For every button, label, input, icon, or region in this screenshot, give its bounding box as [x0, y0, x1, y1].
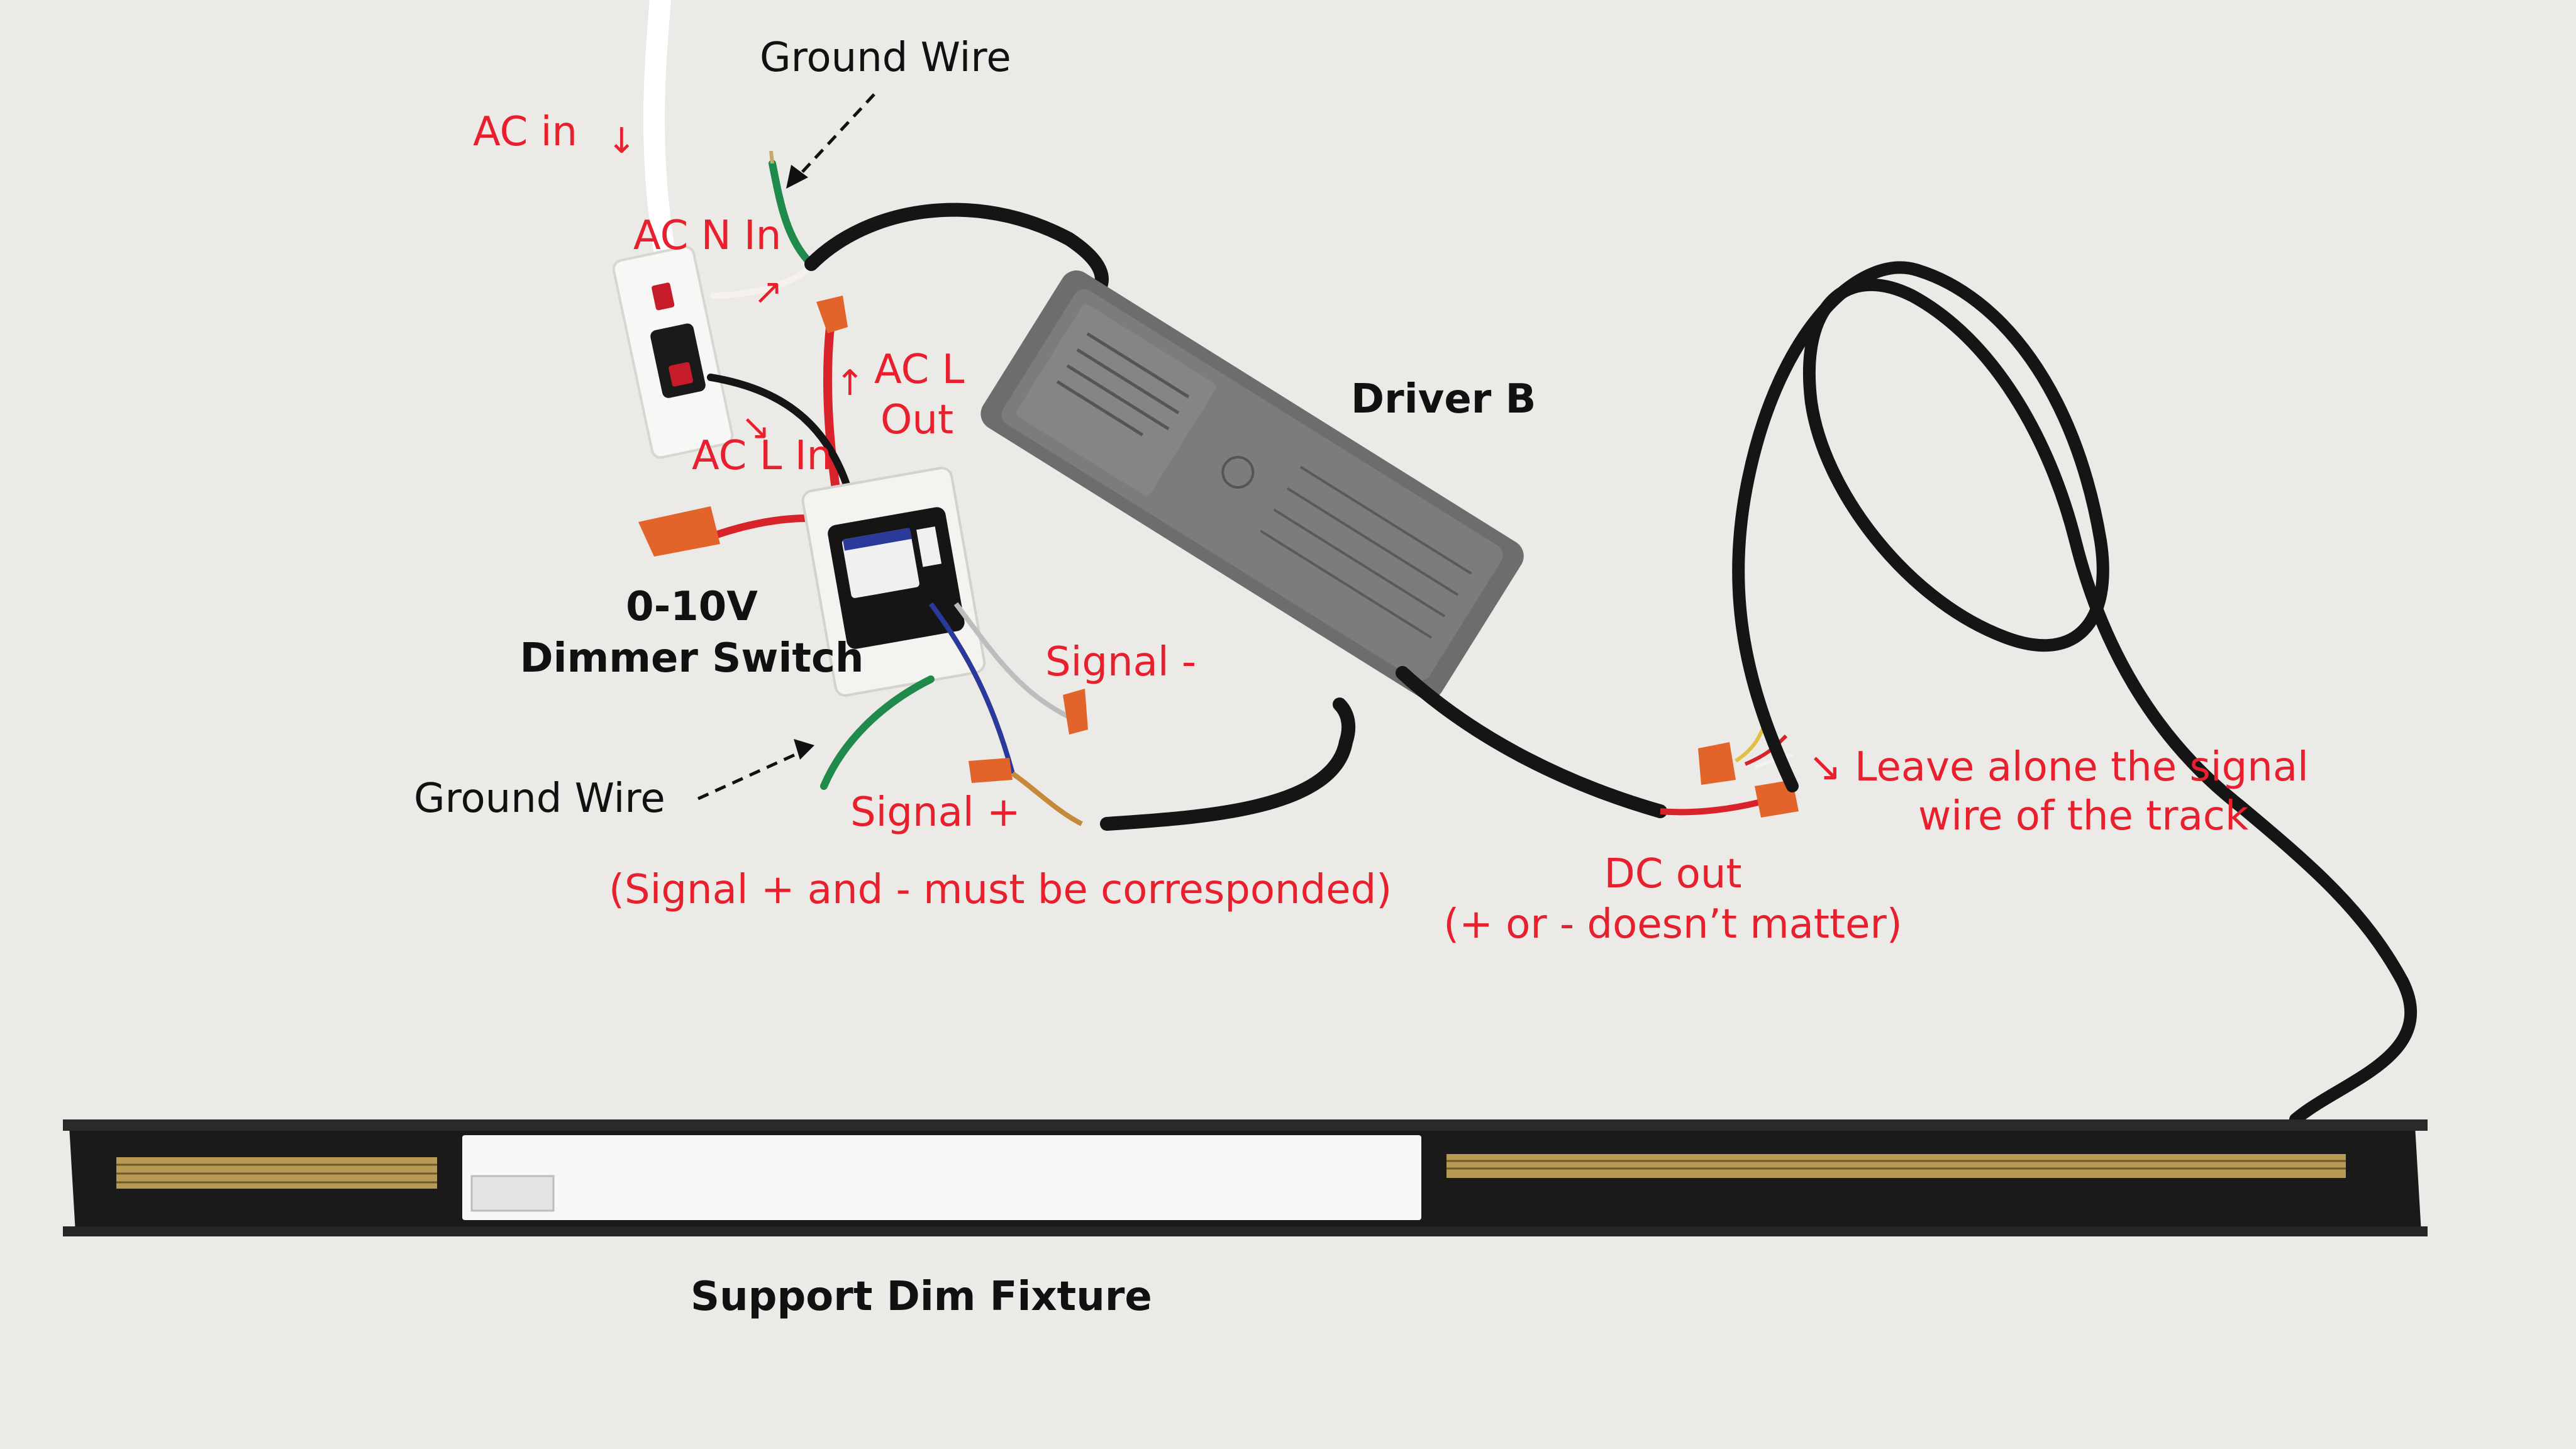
light-panel	[462, 1135, 1421, 1220]
ac-in-arrow-icon: ↓	[607, 121, 636, 162]
signal-plus-label: Signal +	[850, 789, 1021, 836]
dc-wire-nut-icon	[1698, 742, 1736, 785]
leave-alone-label-line2: wire of the track	[1918, 793, 2249, 840]
ground-bottom-pointer	[697, 750, 803, 801]
leave-alone-label-line1: ↘ Leave alone the signal	[1808, 744, 2309, 791]
support-dim-fixture	[63, 1119, 2428, 1236]
ground-wire-bottom	[820, 675, 935, 790]
signal-wire-blue	[928, 602, 1015, 775]
brass-strip-right	[1446, 1154, 2346, 1178]
orange-wire-nut-icon	[638, 506, 720, 557]
dc-out-label-line2: (+ or - doesn’t matter)	[1443, 901, 1902, 948]
signal-note-label: (Signal + and - must be corresponded)	[609, 867, 1392, 913]
signal-minus-wire-nut-icon	[1063, 689, 1088, 735]
signal-minus-label: Signal -	[1045, 639, 1197, 686]
driver-b-label: Driver B	[1351, 376, 1536, 423]
dc-out-label-line1: DC out	[1604, 851, 1742, 897]
ground-wire-top-label: Ground Wire	[760, 35, 1011, 81]
ac-l-out-label-line2: Out	[880, 397, 954, 443]
dimmer-label-line1: 0-10V	[626, 584, 758, 630]
orange-wire-nut-icon	[816, 296, 848, 333]
driver-b	[980, 270, 1524, 700]
ac-n-in-arrow-icon: ↗	[753, 272, 783, 313]
support-dim-fixture-label: Support Dim Fixture	[691, 1274, 1152, 1320]
ac-l-in-arrow-icon: ↘	[741, 407, 770, 448]
rocker-switch-icon	[652, 282, 675, 311]
ground-top-pointer	[794, 93, 875, 180]
driver-input-cable	[804, 203, 1109, 303]
ac-l-out-label-line1: AC L	[874, 347, 965, 393]
track-cable	[1732, 261, 2418, 1126]
ground-wire-top	[769, 160, 815, 268]
ac-l-in-wire	[707, 374, 859, 519]
ac-in-label: AC in	[473, 109, 578, 155]
ac-n-in-label: AC N In	[633, 213, 782, 259]
driver-signal-cable	[1100, 697, 1356, 831]
ac-l-in-label: AC L In	[692, 433, 833, 479]
ac-l-out-arrow-icon: ↑	[835, 363, 865, 404]
signal-plus-wire-nut-icon	[969, 758, 1013, 783]
dimmer-label-line2: Dimmer Switch	[519, 635, 864, 682]
neutral-wire	[710, 262, 814, 299]
signal-wire-gray	[953, 602, 1070, 719]
ground-wire-bottom-label: Ground Wire	[414, 775, 665, 822]
dc-output-cable	[1396, 666, 1667, 818]
ac-input-cord	[643, 0, 677, 275]
